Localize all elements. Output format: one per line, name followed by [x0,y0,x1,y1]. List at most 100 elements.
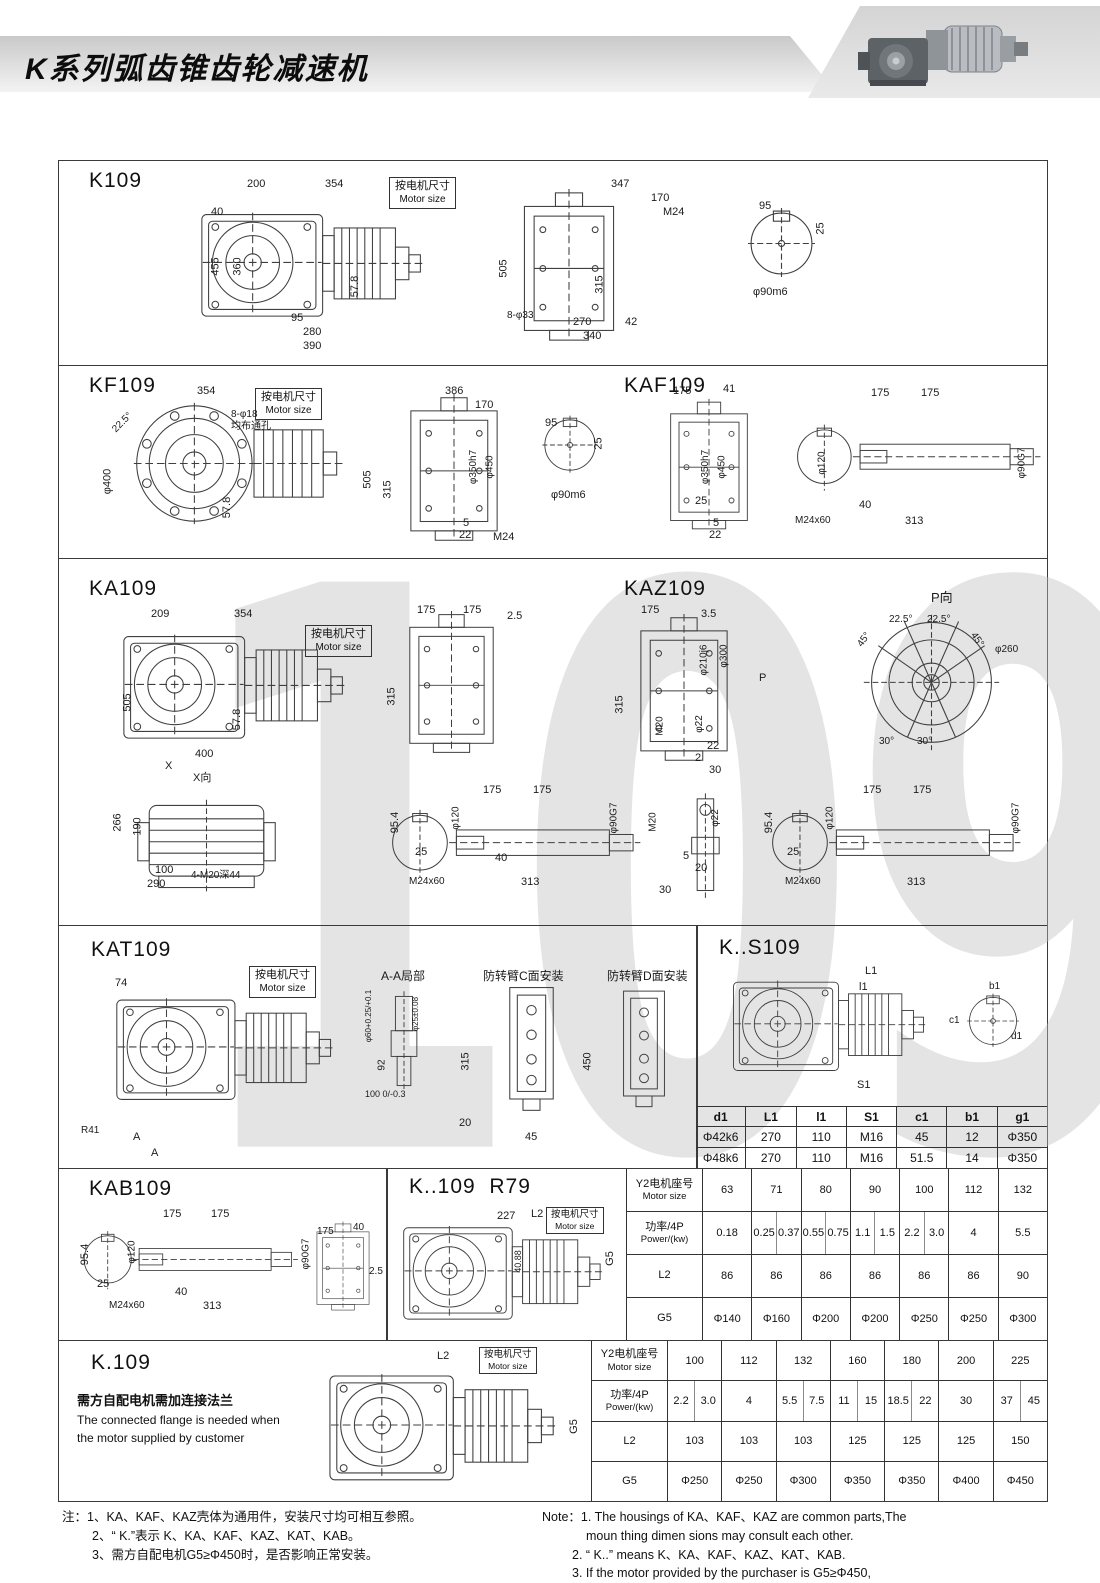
dim-label: 175 [863,784,882,796]
table-cell: Φ200 [802,1298,851,1340]
a-a-detail-drawing [390,990,418,1090]
dim-label: 175 [913,784,932,796]
dim-label: 5 [463,517,470,529]
dim-label: 315 [613,695,626,714]
dim-label: 175 [871,387,890,399]
table-cell: 180 [885,1341,940,1381]
table-subcell: 112 [964,1184,983,1196]
table-subcell: 37 [1000,1394,1013,1407]
table-cell: 100 [900,1169,950,1211]
section-title-ka109: KA109 [89,577,158,600]
dim-label: 354 [197,385,216,397]
dim-label: φ120 [450,806,462,830]
section-title-k109-flange: K.109 [91,1351,151,1374]
table-cell: Φ350 [885,1461,940,1501]
page-header: K系列弧齿锥齿轮减速机 [0,0,1100,112]
motor-size-note: 按电机尺寸 Motor size [546,1207,604,1234]
dim-label: 315 [593,275,606,294]
table-cell: 86 [802,1255,851,1297]
table-subcell: Φ400 [952,1475,980,1488]
dim-label: 22 [459,529,472,541]
table-subcell: 22 [911,1381,938,1421]
motor-size-note: 按电机尺寸 Motor size [305,625,372,658]
dim-label: φ400 [101,468,114,495]
dim-label: 40 [175,1286,188,1298]
table-subcell: Φ350 [898,1475,926,1488]
k109-flange-front-view-drawing [329,1373,559,1481]
motor-size-en: Motor size [259,982,306,994]
table-subcell: Φ160 [762,1313,790,1325]
table-subcell: 100 [915,1184,934,1196]
dim-label: 170 [651,192,670,204]
table-cell: Φ250 [949,1298,999,1340]
dim-label: 95.4 [389,811,402,834]
dim-label: φ350h7 [700,449,712,485]
dim-label: 313 [521,876,540,888]
dim-label: S1 [857,1079,871,1091]
dim-label: 95 [545,417,558,429]
table-subcell: Φ200 [812,1313,840,1325]
dim-label: 505 [497,259,510,278]
product-photo [858,25,1028,86]
table-subcell: 125 [902,1435,921,1448]
table-subcell: 0.55 [802,1227,825,1239]
dim-label: 315 [381,480,394,499]
table-cell: 103 [722,1421,777,1461]
motor-size-en: Motor size [399,193,446,205]
table-subcell: 86 [721,1270,734,1282]
table-header-cell: g1 [996,1107,1047,1128]
dim-label: 4-M20深44 [191,870,241,881]
dim-label: 315 [459,1052,472,1071]
dim-label: 360 [231,257,244,276]
dim-label: 41 [723,383,736,395]
table-cell: 4 [949,1212,999,1254]
dim-label: φ90G7 [1016,447,1028,479]
table-subcell: Φ250 [681,1475,709,1488]
dim-label: 74 [115,977,128,989]
dim-label: 防转臂D面安装 [607,969,688,983]
section-k-dot-109: K.109 需方自配电机需加连接法兰 The connected flange … [59,1341,1047,1501]
dim-label: 3.5 [701,608,717,620]
section-divider [386,1169,388,1340]
dim-label: 25 [695,495,708,507]
table-cell: Φ350 [831,1461,886,1501]
note-zh-1: 注：1、KA、KAF、KAZ壳体为通用件，安装尺寸均可相互参照。 [62,1510,422,1524]
table-row-header: L2 [627,1255,703,1297]
dim-label: P [759,672,767,684]
table-cell: Φ300 [777,1461,831,1501]
dim-label: 25 [814,222,827,235]
dim-label: 400 [195,748,214,760]
dim-label: 25 [97,1278,110,1290]
table-subcell: 1.5 [874,1212,899,1254]
dim-label: 386 [445,385,464,397]
dim-label: φ25±0.08 [411,996,421,1032]
table-subcell: 103 [794,1435,813,1448]
dim-label: M20 [654,716,666,736]
dim-label: 390 [303,340,322,352]
dim-label: 347 [611,178,630,190]
motor-size-zh: 按电机尺寸 [395,180,450,192]
dim-label: 25 [592,437,605,450]
table-subcell: 86 [918,1270,931,1282]
note-en-1: Note：1. The housings of KA、KAF、KAZ are c… [542,1510,907,1524]
table-cell: 63 [703,1169,753,1211]
table-subcell: Φ350 [843,1475,872,1488]
kf109-side-view-drawing [410,394,498,541]
dim-label: 25 [787,846,800,858]
dim-label: 170 [475,399,494,411]
table-subcell: 86 [770,1270,783,1282]
x-direction-view-drawing [137,799,276,894]
note-zh-2: 2、“ K.”表示 K、KA、KAF、KAZ、KAT、KAB。 [92,1528,361,1543]
dim-label: 505 [361,470,374,489]
dim-label: l1 [859,981,868,993]
dim-label: 57.8 [231,708,244,731]
dim-label: G5 [603,1251,616,1266]
